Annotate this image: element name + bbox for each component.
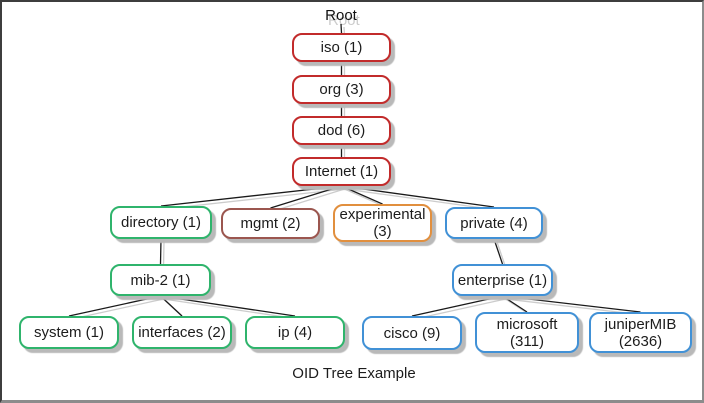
root-label-ghost: Root — [328, 12, 360, 29]
node-directory: directory (1) — [110, 206, 212, 239]
node-experimental: experimental (3) — [333, 204, 432, 242]
connector-line — [340, 23, 343, 34]
connector-line — [68, 295, 161, 317]
node-org: org (3) — [292, 75, 391, 104]
node-internet: Internet (1) — [292, 157, 391, 186]
connector-line — [71, 298, 164, 320]
connector-line — [496, 241, 507, 268]
connector-line — [414, 298, 506, 320]
node-mib2: mib-2 (1) — [110, 264, 211, 296]
connector-line — [341, 185, 495, 208]
connector-line — [160, 295, 183, 317]
connector-line — [159, 238, 162, 265]
connector-line — [160, 295, 296, 317]
diagram-caption: OID Tree Example — [292, 365, 416, 382]
node-root: Root — [325, 6, 357, 24]
node-ip: ip (4) — [245, 316, 345, 349]
connector-line — [344, 188, 498, 211]
node-microsoft: microsoft (311) — [475, 312, 579, 353]
node-cisco: cisco (9) — [362, 316, 462, 350]
node-system: system (1) — [19, 316, 119, 349]
connector-line — [341, 185, 383, 205]
node-junipermib: juniperMIB (2636) — [589, 312, 692, 353]
connector-line — [411, 295, 503, 317]
connector-line — [502, 295, 641, 313]
node-interfaces: interfaces (2) — [132, 316, 232, 349]
connector-line — [273, 188, 345, 212]
connector-line — [160, 185, 342, 207]
connector-line — [162, 241, 165, 268]
node-dod: dod (6) — [292, 116, 391, 145]
connector-line — [163, 298, 299, 320]
connector-line — [270, 185, 342, 209]
node-iso: iso (1) — [292, 33, 391, 62]
node-private: private (4) — [445, 207, 543, 239]
node-mgmt: mgmt (2) — [221, 208, 320, 239]
node-enterprise: enterprise (1) — [452, 264, 553, 296]
connector-line — [163, 188, 345, 210]
connector-line — [493, 238, 504, 265]
connector-line — [502, 295, 528, 313]
